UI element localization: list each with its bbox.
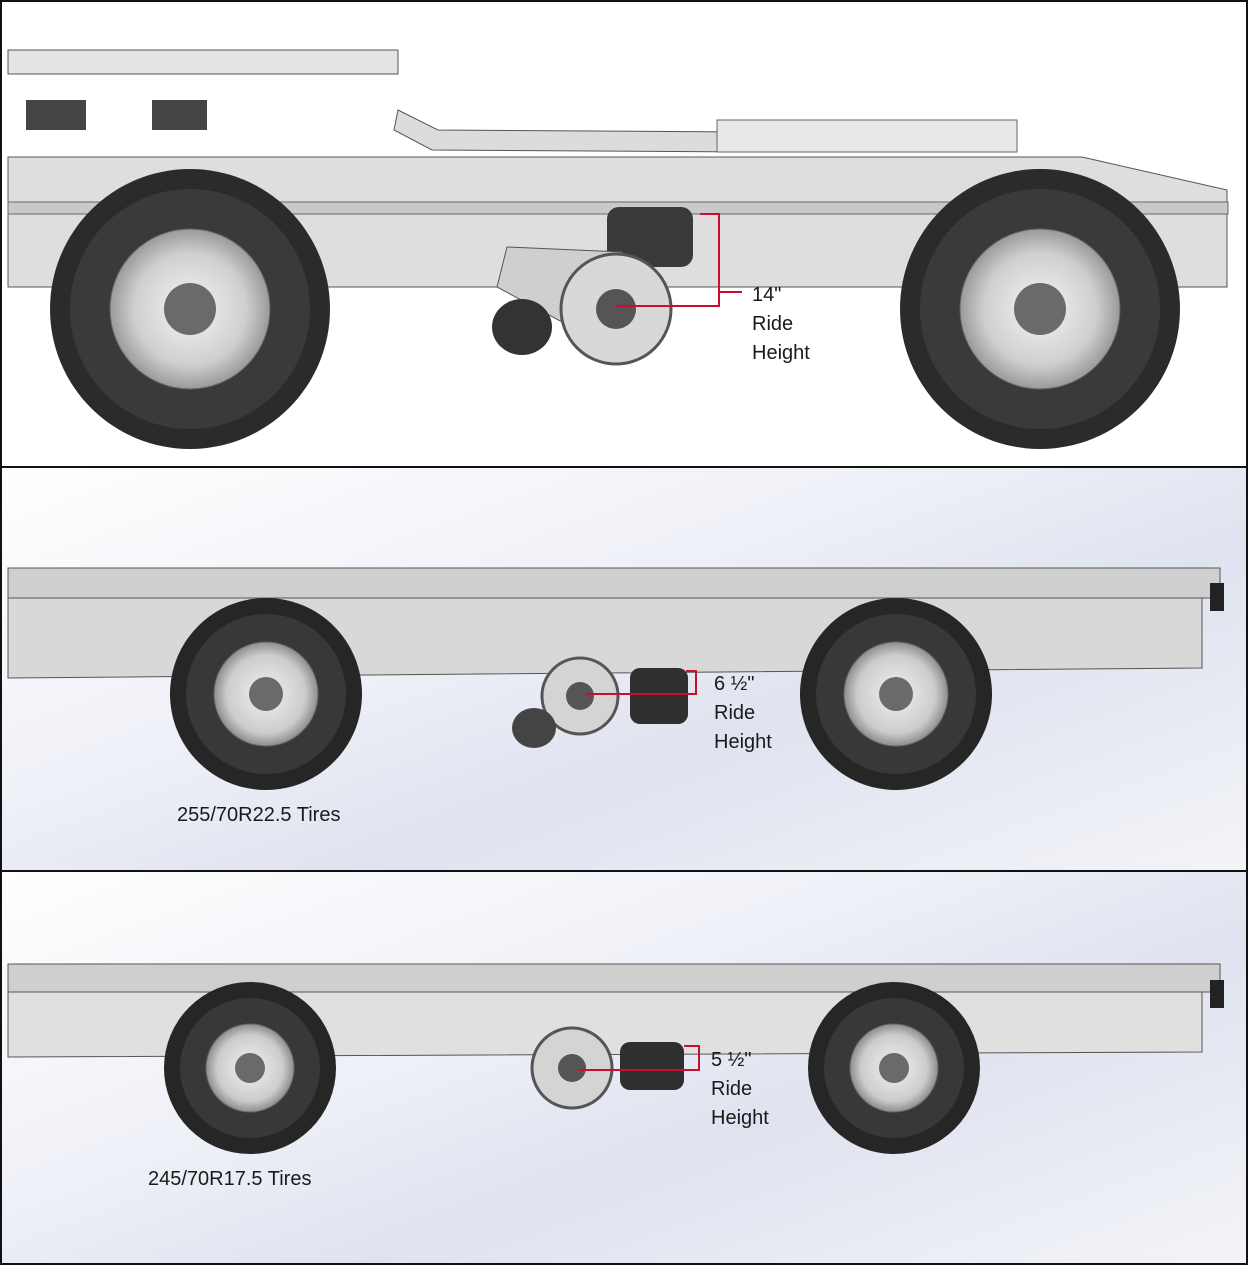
ride-height-marker: [586, 670, 697, 695]
air-spring: [620, 1042, 684, 1090]
gooseneck-ramp: [393, 109, 753, 153]
brake-chamber: [492, 299, 552, 355]
panel-5-5in-ride-height: 5 ½" Ride Height 245/70R17.5 Tires: [0, 870, 1248, 1265]
upper-deck: [7, 567, 1221, 599]
trailer-drawing-3: [7, 963, 1224, 1154]
trailer-drawing-1: [7, 49, 1229, 449]
trailer-drawing-2: [7, 567, 1224, 790]
panel-14in-ride-height: 14" Ride Height: [0, 0, 1248, 468]
ride-height-marker: [616, 213, 720, 307]
upper-deck: [7, 49, 399, 75]
upper-deck: [7, 963, 1221, 993]
rear-platform: [716, 119, 1018, 153]
air-spring: [630, 668, 688, 724]
rear-light: [1210, 980, 1224, 1008]
wheel-front: [164, 982, 336, 1154]
axle-center: [596, 289, 636, 329]
ride-height-label: 5 ½" Ride Height: [711, 1049, 769, 1129]
axle-center: [566, 682, 594, 710]
tire-label: 245/70R17.5 Tires: [148, 1168, 312, 1190]
wheel-front: [50, 169, 330, 449]
wheel-rear: [808, 982, 980, 1154]
wheel-front: [170, 598, 362, 790]
rear-light: [1210, 583, 1224, 611]
axle-center: [558, 1054, 586, 1082]
hanger-left-2: [152, 100, 207, 130]
wheel-rear: [900, 169, 1180, 449]
hanger-left: [26, 100, 86, 130]
panel-6-5in-ride-height: 6 ½" Ride Height 255/70R22.5 Tires: [0, 466, 1248, 872]
tire-label: 255/70R22.5 Tires: [177, 804, 341, 826]
wheel-rear: [800, 598, 992, 790]
ride-height-marker: [578, 1045, 700, 1071]
ride-height-label: 14" Ride Height: [752, 284, 810, 364]
ride-height-label: 6 ½" Ride Height: [714, 673, 772, 753]
brake-chamber: [512, 708, 556, 748]
air-spring: [607, 207, 693, 267]
